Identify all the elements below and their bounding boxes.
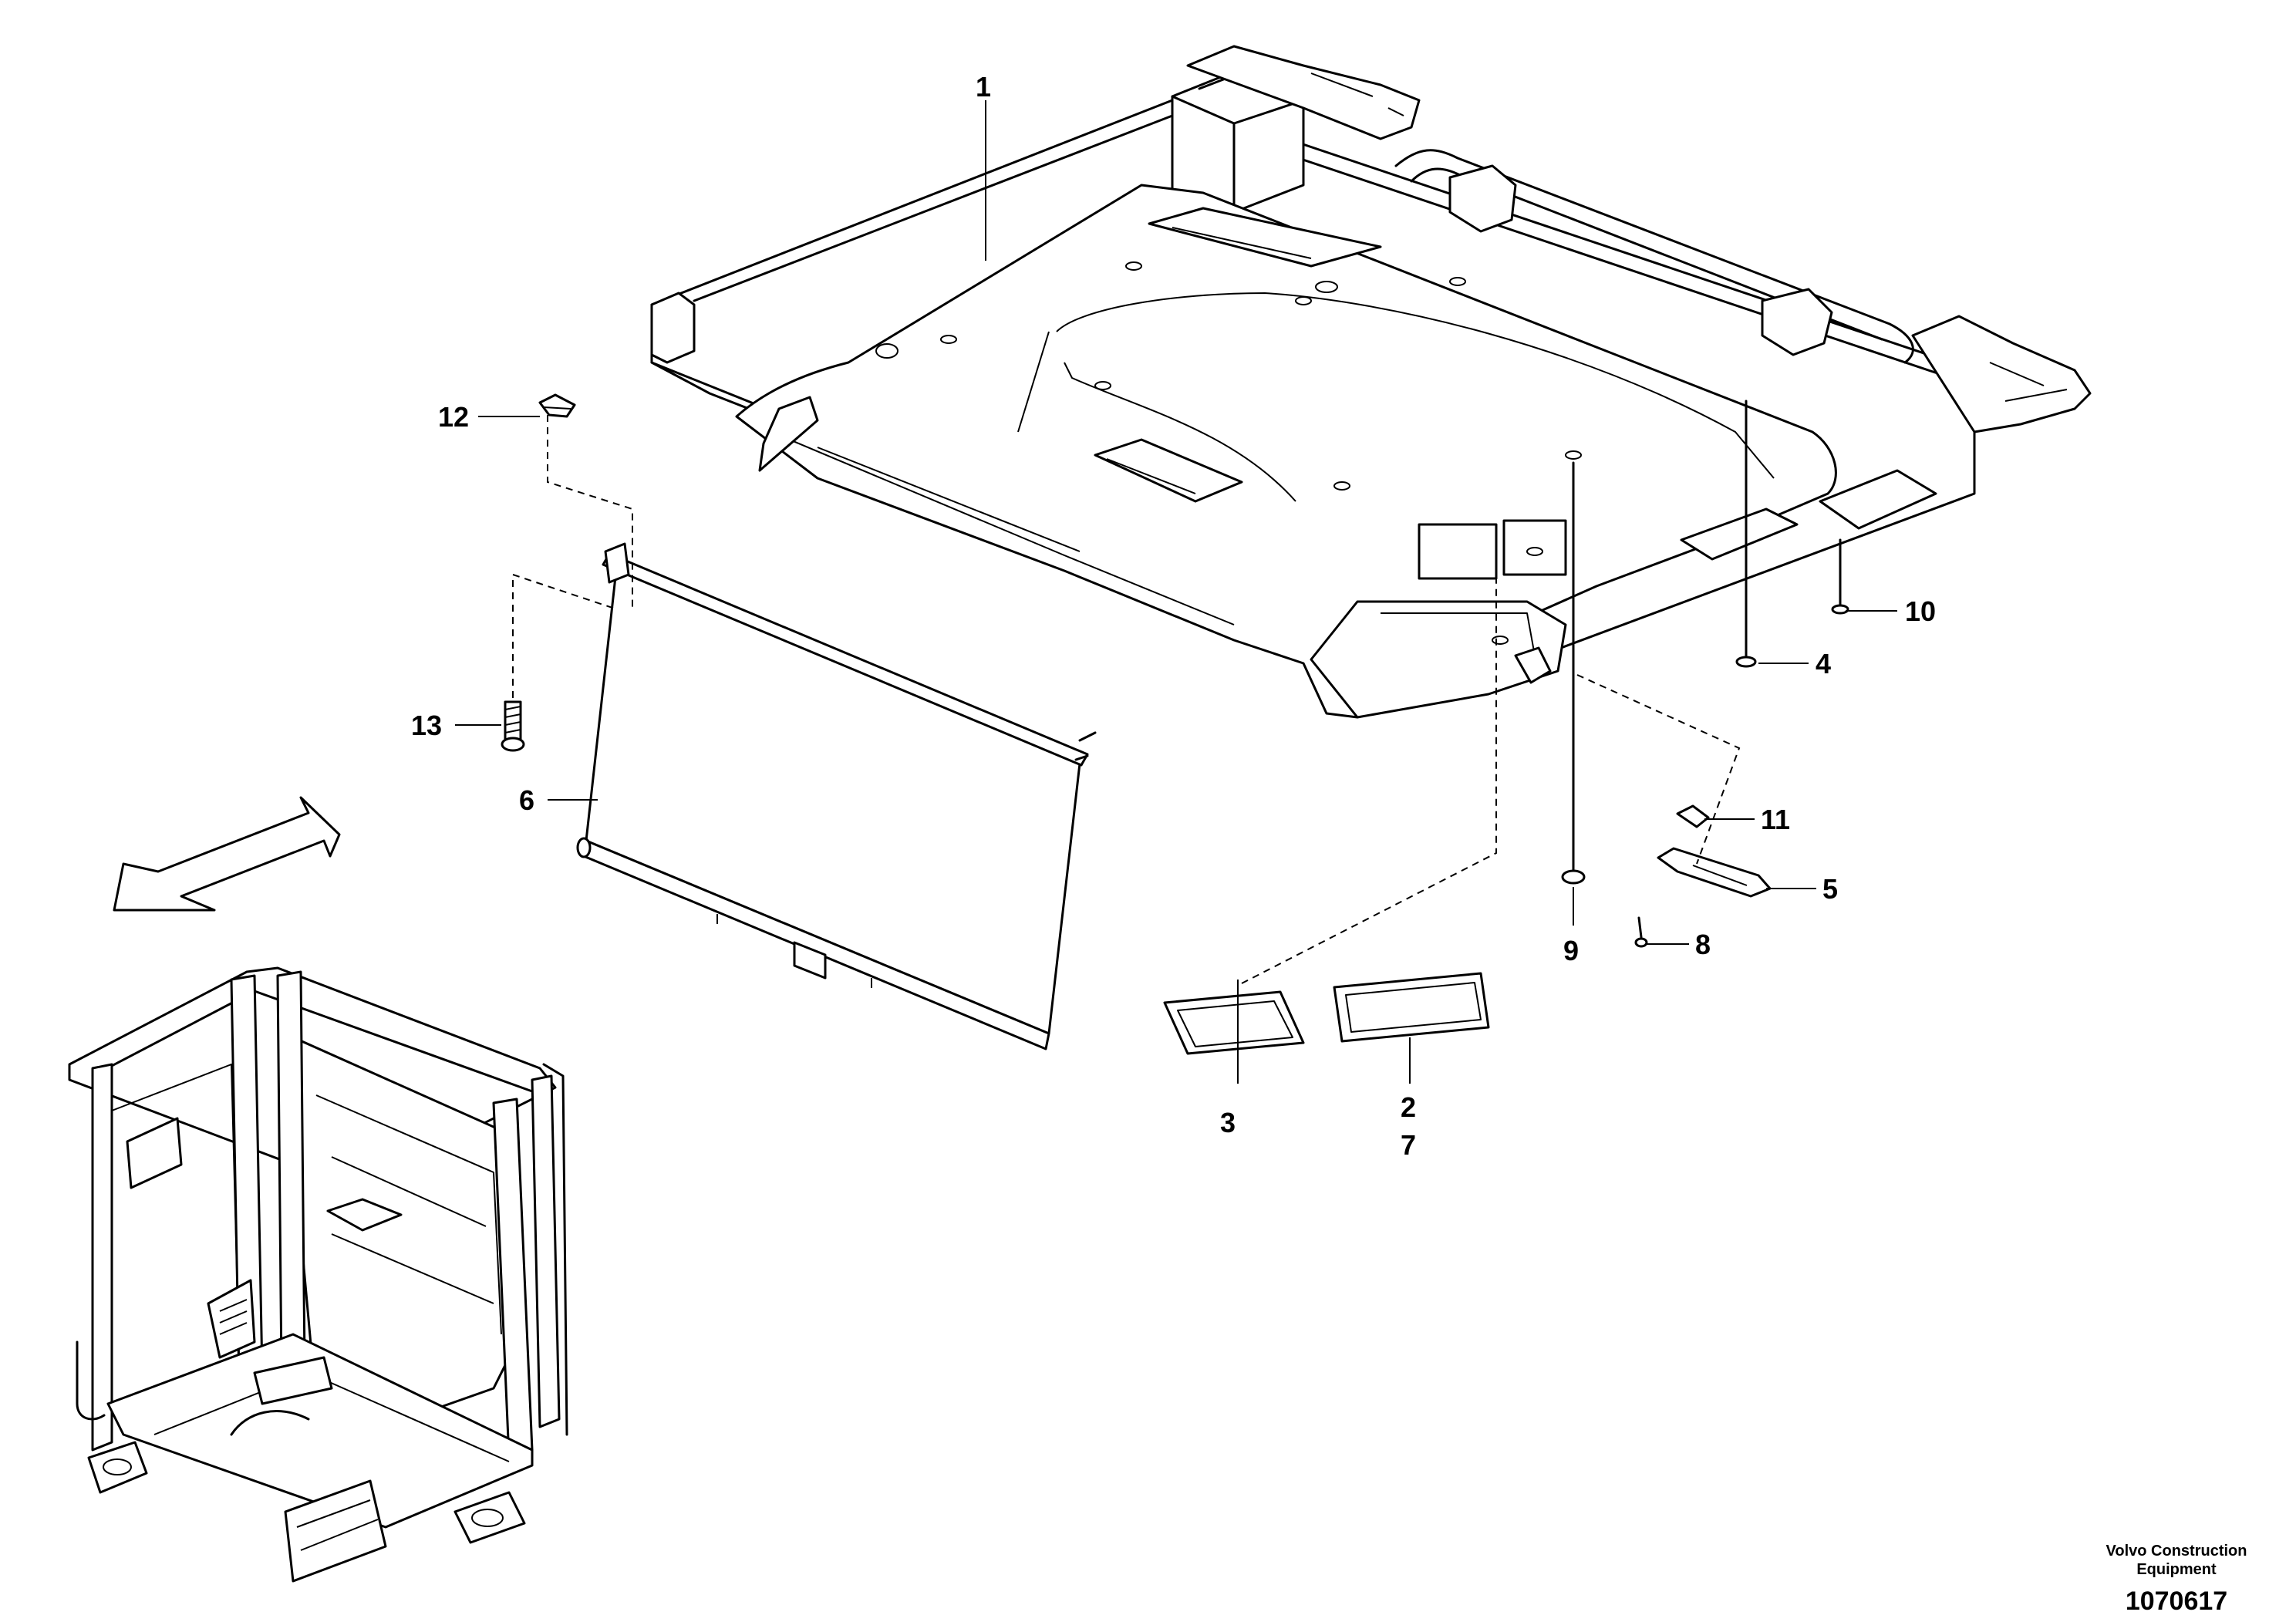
callout-5: 5 [1822,873,1838,905]
callout-8: 8 [1695,929,1711,960]
screw-holes [875,261,1582,645]
callout-7: 7 [1401,1129,1416,1161]
callout-labels: 1 2 3 4 5 6 7 8 9 10 11 12 13 [411,71,1936,1161]
lens-panel-3 [1163,990,1305,1055]
callout-10: 10 [1905,595,1936,627]
callout-2: 2 [1401,1091,1416,1123]
view-direction-arrow [113,796,341,912]
callout-12: 12 [438,401,469,433]
callout-9: 9 [1563,935,1579,966]
fastener-8-screw [1634,916,1648,948]
fastener-9-screw [1561,461,1586,885]
fastener-12-clip [538,393,576,418]
assembly-dash-lines [512,415,1741,984]
manufacturer-line-2: Equipment [2136,1561,2217,1578]
illustration-number: 1070617 [2126,1587,2227,1616]
sun-shade-blind [576,542,1097,1050]
lens-panel-2 [1333,972,1490,1043]
footer: Volvo Construction Equipment 1070617 [2106,1543,2247,1616]
fastener-4-screw [1735,400,1757,668]
roof-headliner-assembly [650,45,2092,719]
callout-13: 13 [411,710,442,741]
callout-11: 11 [1761,804,1790,835]
callout-leaders [455,100,1897,1084]
callout-3: 3 [1220,1107,1236,1138]
fastener-13-screw [501,700,525,752]
cab-overview-thumbnail [68,966,568,1583]
callout-1: 1 [976,71,991,103]
manufacturer-line-1: Volvo Construction [2106,1543,2247,1560]
handle-5 [1657,847,1772,898]
callout-4: 4 [1816,648,1831,679]
callout-6: 6 [519,784,534,816]
fastener-11-clip [1676,804,1710,828]
fastener-10-screw [1831,538,1849,615]
